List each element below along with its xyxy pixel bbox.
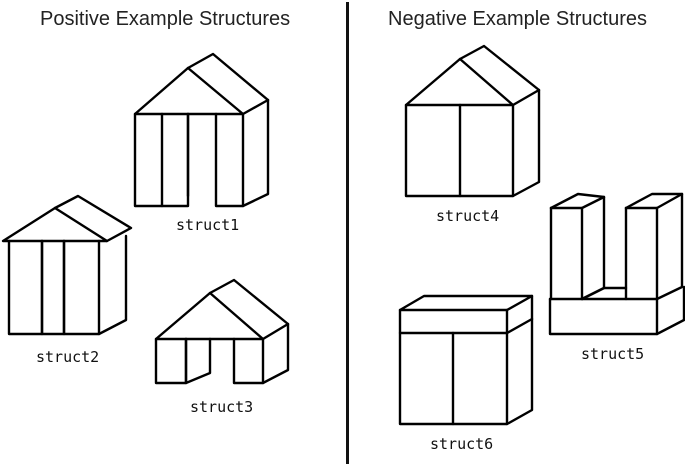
positive-heading: Positive Example Structures [40,8,291,30]
struct2-label: struct2 [36,348,100,366]
struct1-drawing [133,52,270,208]
struct1-label: struct1 [176,216,240,234]
struct5-drawing [548,192,685,336]
struct3-label: struct3 [190,398,254,416]
column-divider [346,2,349,464]
struct6-label: struct6 [430,435,494,453]
struct4-drawing [404,44,541,198]
struct2-drawing [1,194,133,336]
struct3-drawing [154,278,290,385]
negative-heading: Negative Example Structures [388,8,648,30]
struct6-drawing [398,294,534,426]
struct5-label: struct5 [581,345,645,363]
struct4-label: struct4 [436,207,500,225]
